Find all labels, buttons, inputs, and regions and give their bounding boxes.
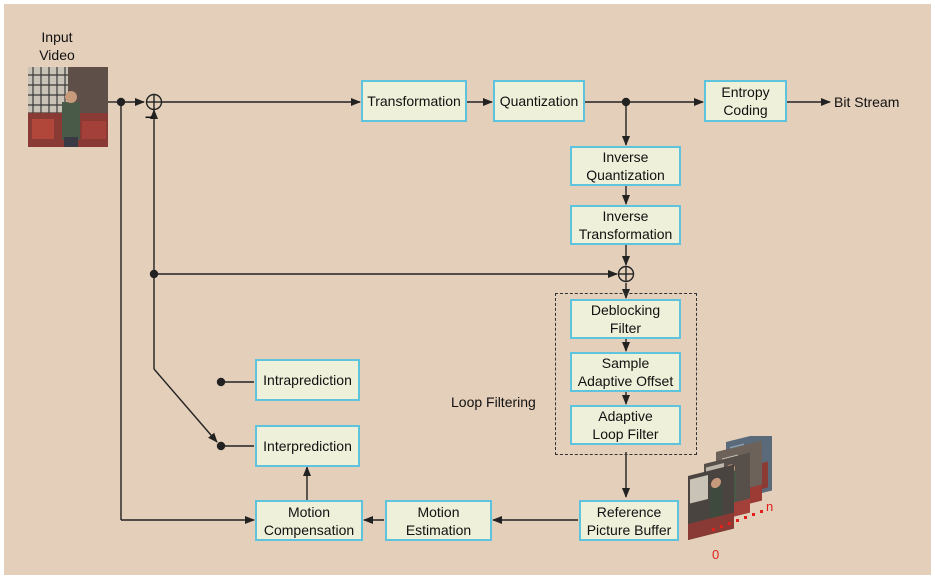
adaptive-loop-filter-label: Adaptive Loop Filter (592, 408, 659, 442)
connector-lines (108, 93, 831, 524)
inverse-quantization-label: Inverse Quantization (586, 149, 665, 183)
intraprediction-block: Intraprediction (255, 359, 360, 401)
frame-index-last: n (766, 499, 774, 514)
interprediction-block: Interprediction (255, 425, 360, 467)
adaptive-loop-filter-block: Adaptive Loop Filter (570, 405, 681, 445)
quantization-block: Quantization (493, 80, 585, 122)
reference-picture-buffer-block: Reference Picture Buffer (579, 500, 679, 541)
entropy-coding-label: Entropy Coding (721, 84, 770, 118)
transformation-label: Transformation (367, 93, 461, 109)
encoder-diagram: − Input Video Signal Transformation (4, 4, 931, 575)
subtractor-minus-sign: − (145, 109, 154, 125)
input-video-thumbnail (28, 67, 108, 147)
motion-estimation-block: Motion Estimation (385, 500, 492, 541)
motion-estimation-label: Motion Estimation (405, 503, 472, 538)
quantization-label: Quantization (499, 93, 579, 109)
reference-frames-stack: 0 n (682, 430, 782, 562)
sample-adaptive-offset-block: Sample Adaptive Offset (570, 352, 681, 392)
deblocking-filter-block: Deblocking Filter (570, 299, 681, 339)
sample-adaptive-offset-label: Sample Adaptive Offset (577, 355, 674, 389)
transformation-block: Transformation (361, 80, 467, 122)
bit-stream-label: Bit Stream (834, 94, 900, 110)
loop-filtering-label: Loop Filtering (451, 394, 536, 410)
inverse-transformation-block: Inverse Transformation (570, 205, 681, 245)
entropy-coding-block: Entropy Coding (704, 80, 787, 122)
deblocking-filter-label: Deblocking Filter (590, 302, 661, 336)
inverse-quantization-block: Inverse Quantization (570, 146, 681, 186)
interprediction-label: Interprediction (263, 438, 352, 454)
motion-compensation-block: Motion Compensation (255, 500, 363, 541)
loop-filtering-group (555, 293, 697, 455)
frame-index-first: 0 (712, 547, 720, 562)
intraprediction-label: Intraprediction (263, 372, 352, 388)
reference-picture-buffer-label: Reference Picture Buffer (586, 503, 672, 538)
motion-compensation-label: Motion Compensation (263, 503, 355, 538)
inverse-transformation-label: Inverse Transformation (578, 208, 673, 242)
